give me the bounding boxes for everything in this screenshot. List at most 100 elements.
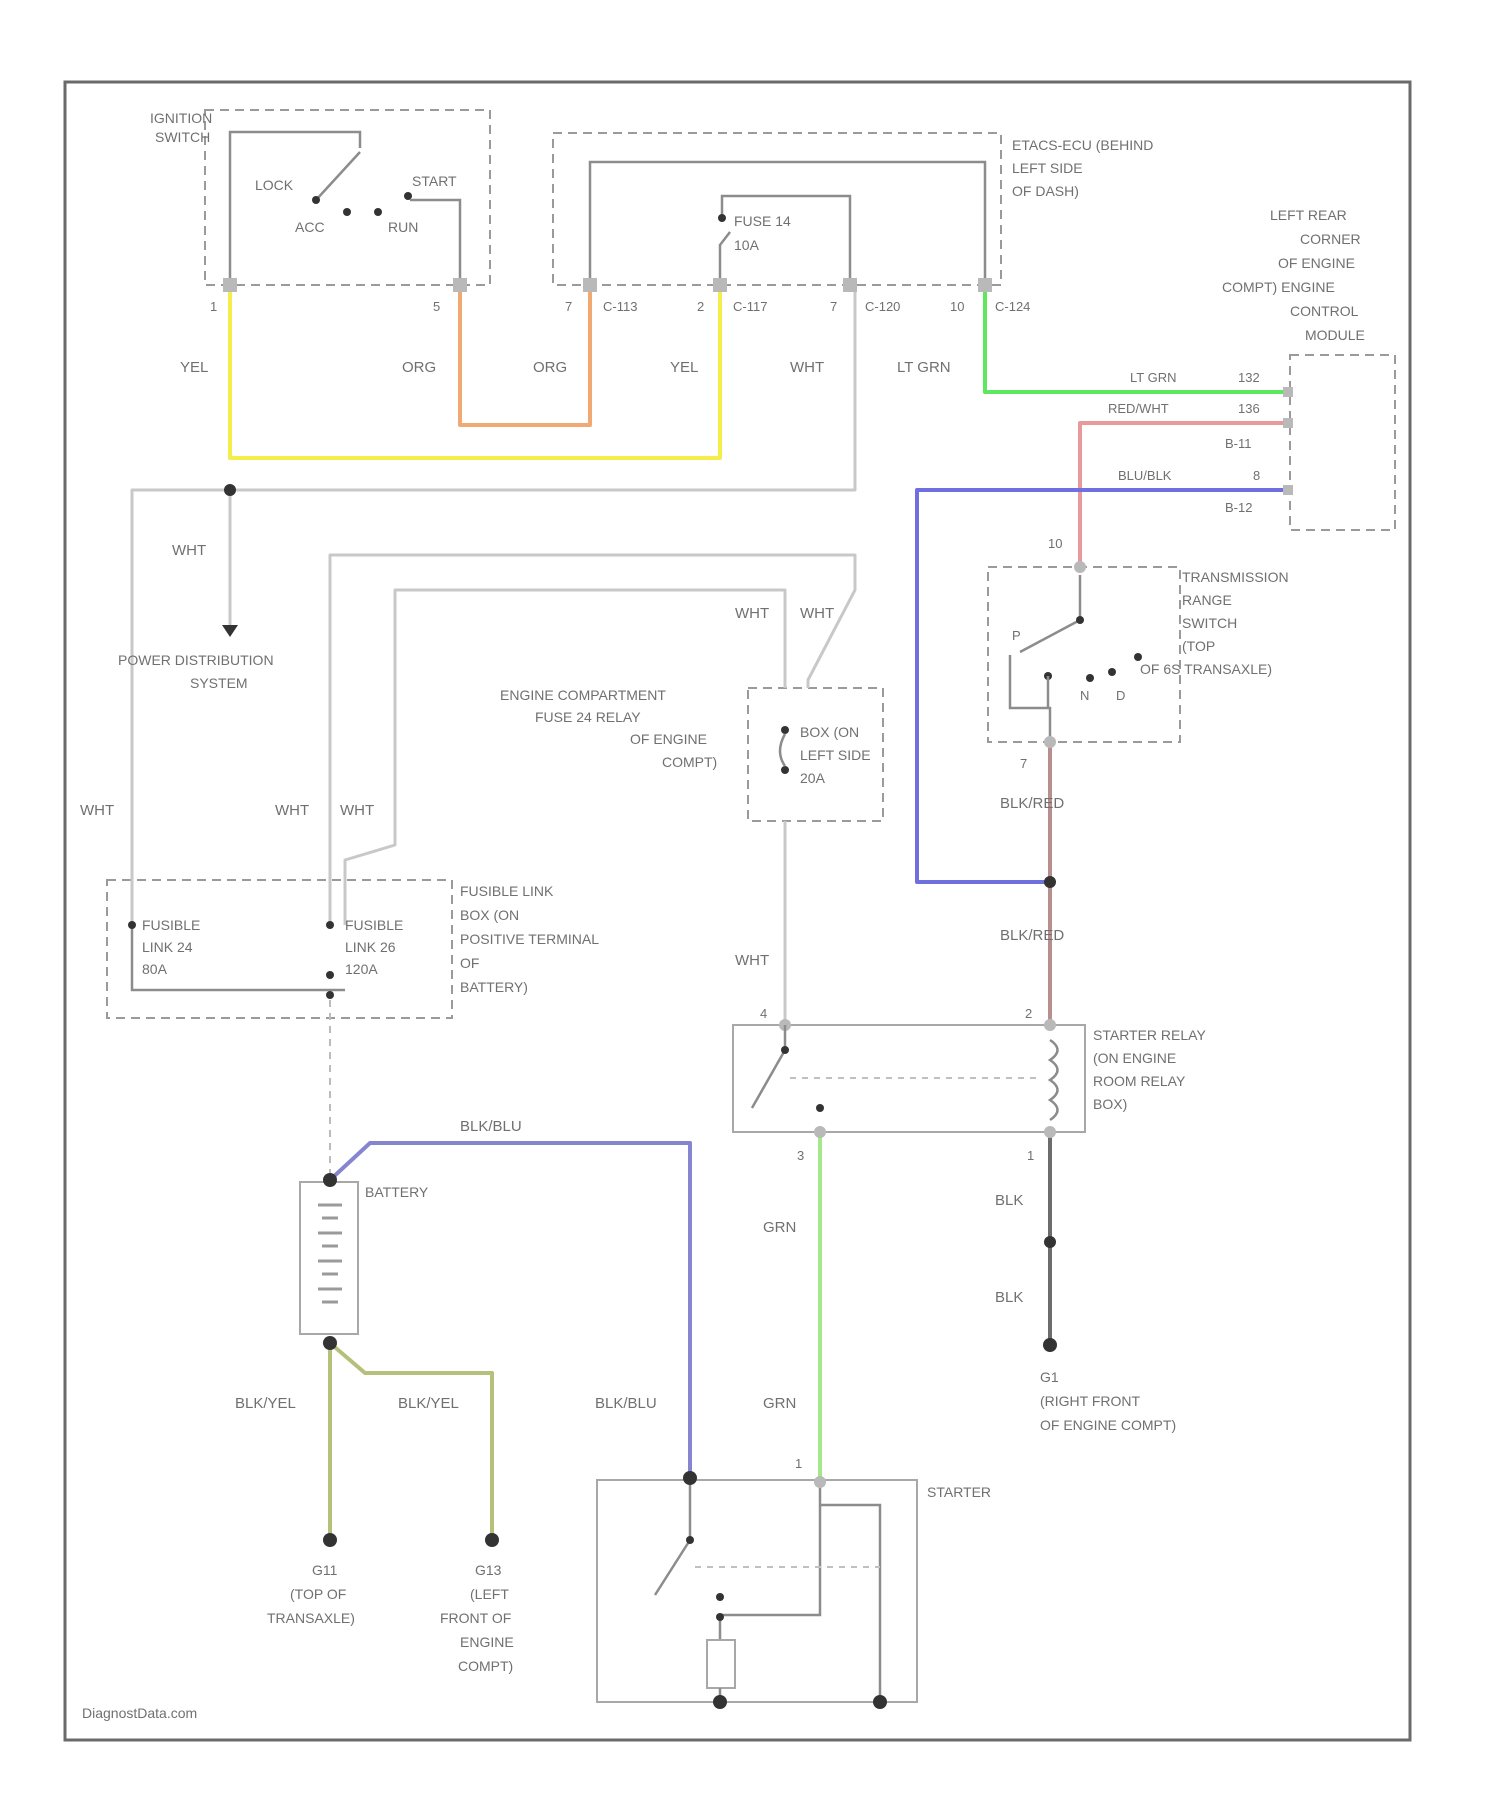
svg-text:POWER DISTRIBUTION: POWER DISTRIBUTION xyxy=(118,652,274,668)
svg-text:ORG: ORG xyxy=(533,359,567,376)
svg-text:10: 10 xyxy=(950,299,964,314)
svg-text:YEL: YEL xyxy=(670,359,698,376)
svg-text:BLK: BLK xyxy=(995,1289,1023,1306)
svg-text:C-113: C-113 xyxy=(603,299,637,314)
svg-text:BLK/BLU: BLK/BLU xyxy=(460,1118,522,1135)
svg-text:3: 3 xyxy=(797,1148,804,1163)
svg-text:OF: OF xyxy=(460,955,479,971)
svg-text:LT GRN: LT GRN xyxy=(1130,370,1176,385)
svg-text:7: 7 xyxy=(1020,756,1027,771)
svg-text:D: D xyxy=(1116,688,1125,703)
svg-text:2: 2 xyxy=(1025,1006,1032,1021)
svg-text:20A: 20A xyxy=(800,770,826,786)
ign-switch-blade xyxy=(316,152,360,200)
svg-text:4: 4 xyxy=(760,1006,767,1021)
svg-text:OF ENGINE: OF ENGINE xyxy=(630,731,707,747)
svg-text:WHT: WHT xyxy=(340,802,374,819)
svg-text:LINK 26: LINK 26 xyxy=(345,939,396,955)
starter-label: STARTER xyxy=(927,1484,991,1500)
svg-text:BLU/BLK: BLU/BLK xyxy=(1118,468,1172,483)
battery-label: BATTERY xyxy=(365,1184,429,1200)
svg-text:P: P xyxy=(1012,628,1021,643)
etacs-label-3: OF DASH) xyxy=(1012,183,1079,199)
starter-box xyxy=(597,1480,917,1702)
svg-text:WHT: WHT xyxy=(735,605,769,622)
svg-text:SWITCH: SWITCH xyxy=(1182,615,1237,631)
svg-text:1: 1 xyxy=(795,1456,802,1471)
start-label: START xyxy=(412,173,457,189)
svg-text:YEL: YEL xyxy=(180,359,208,376)
svg-text:OF 6S TRANSAXLE): OF 6S TRANSAXLE) xyxy=(1140,661,1272,677)
svg-text:132: 132 xyxy=(1238,370,1260,385)
svg-text:OF ENGINE COMPT): OF ENGINE COMPT) xyxy=(1040,1417,1176,1433)
svg-text:2: 2 xyxy=(697,299,704,314)
acc-label: ACC xyxy=(295,219,325,235)
svg-text:OF ENGINE: OF ENGINE xyxy=(1278,255,1355,271)
svg-text:RED/WHT: RED/WHT xyxy=(1108,401,1169,416)
svg-text:BLK/RED: BLK/RED xyxy=(1000,927,1064,944)
fuse14-label: FUSE 14 xyxy=(734,213,791,229)
svg-text:1: 1 xyxy=(1027,1148,1034,1163)
svg-text:G13: G13 xyxy=(475,1562,502,1578)
svg-text:COMPT): COMPT) xyxy=(458,1658,513,1674)
svg-text:C-124: C-124 xyxy=(995,299,1030,314)
svg-text:BLK: BLK xyxy=(995,1192,1023,1209)
svg-text:BOX (ON: BOX (ON xyxy=(800,724,859,740)
svg-text:ROOM RELAY: ROOM RELAY xyxy=(1093,1073,1186,1089)
svg-text:(RIGHT FRONT: (RIGHT FRONT xyxy=(1040,1393,1141,1409)
pdc-arrow xyxy=(222,625,238,637)
svg-text:RANGE: RANGE xyxy=(1182,592,1232,608)
relay-coil xyxy=(1050,1040,1058,1120)
svg-text:WHT: WHT xyxy=(172,542,206,559)
svg-text:7: 7 xyxy=(565,299,572,314)
fuse14-rating: 10A xyxy=(734,237,760,253)
svg-text:ENGINE COMPARTMENT: ENGINE COMPARTMENT xyxy=(500,687,666,703)
svg-text:WHT: WHT xyxy=(80,802,114,819)
svg-text:80A: 80A xyxy=(142,961,168,977)
svg-text:120A: 120A xyxy=(345,961,378,977)
svg-text:COMPT): COMPT) xyxy=(662,754,717,770)
svg-text:B-11: B-11 xyxy=(1225,436,1252,451)
ground-g13 xyxy=(485,1533,499,1547)
svg-text:CONTROL: CONTROL xyxy=(1290,303,1359,319)
svg-text:TRANSAXLE): TRANSAXLE) xyxy=(267,1610,355,1626)
svg-text:COMPT) ENGINE: COMPT) ENGINE xyxy=(1222,279,1335,295)
svg-text:WHT: WHT xyxy=(735,952,769,969)
svg-text:GRN: GRN xyxy=(763,1219,796,1236)
svg-text:FUSIBLE LINK: FUSIBLE LINK xyxy=(460,883,554,899)
ign-label-2: SWITCH xyxy=(155,129,210,145)
wire-yel xyxy=(230,292,720,458)
ignition-switch-box xyxy=(205,110,490,285)
svg-text:1: 1 xyxy=(210,299,217,314)
svg-text:136: 136 xyxy=(1238,401,1260,416)
svg-text:LINK 24: LINK 24 xyxy=(142,939,193,955)
svg-text:BLK/YEL: BLK/YEL xyxy=(235,1395,296,1412)
svg-text:8: 8 xyxy=(1253,468,1260,483)
svg-text:FRONT OF: FRONT OF xyxy=(440,1610,511,1626)
svg-text:C-120: C-120 xyxy=(865,299,900,314)
svg-text:BLK/YEL: BLK/YEL xyxy=(398,1395,459,1412)
svg-text:POSITIVE TERMINAL: POSITIVE TERMINAL xyxy=(460,931,599,947)
svg-text:MODULE: MODULE xyxy=(1305,327,1365,343)
watermark: DiagnostData.com xyxy=(82,1705,197,1721)
etacs-label-1: ETACS-ECU (BEHIND xyxy=(1012,137,1153,153)
wire-blk-yel-2 xyxy=(330,1343,492,1540)
svg-text:C-117: C-117 xyxy=(733,299,767,314)
svg-text:ENGINE: ENGINE xyxy=(460,1634,514,1650)
ground-g11 xyxy=(323,1533,337,1547)
run-label: RUN xyxy=(388,219,418,235)
wire-wht-inner xyxy=(345,590,785,925)
ign-label-1: IGNITION xyxy=(150,110,212,126)
etacs-label-2: LEFT SIDE xyxy=(1012,160,1083,176)
svg-text:WHT: WHT xyxy=(275,802,309,819)
etacs-ecu-box xyxy=(553,133,1001,285)
wire-wht-outer xyxy=(330,555,855,925)
svg-text:B-12: B-12 xyxy=(1225,500,1252,515)
svg-text:7: 7 xyxy=(830,299,837,314)
svg-text:WHT: WHT xyxy=(790,359,824,376)
svg-text:STARTER RELAY: STARTER RELAY xyxy=(1093,1027,1206,1043)
svg-text:BLK/BLU: BLK/BLU xyxy=(595,1395,657,1412)
svg-text:FUSIBLE: FUSIBLE xyxy=(345,917,403,933)
diagram-frame xyxy=(65,82,1410,1740)
ground-g1 xyxy=(1043,1338,1057,1352)
